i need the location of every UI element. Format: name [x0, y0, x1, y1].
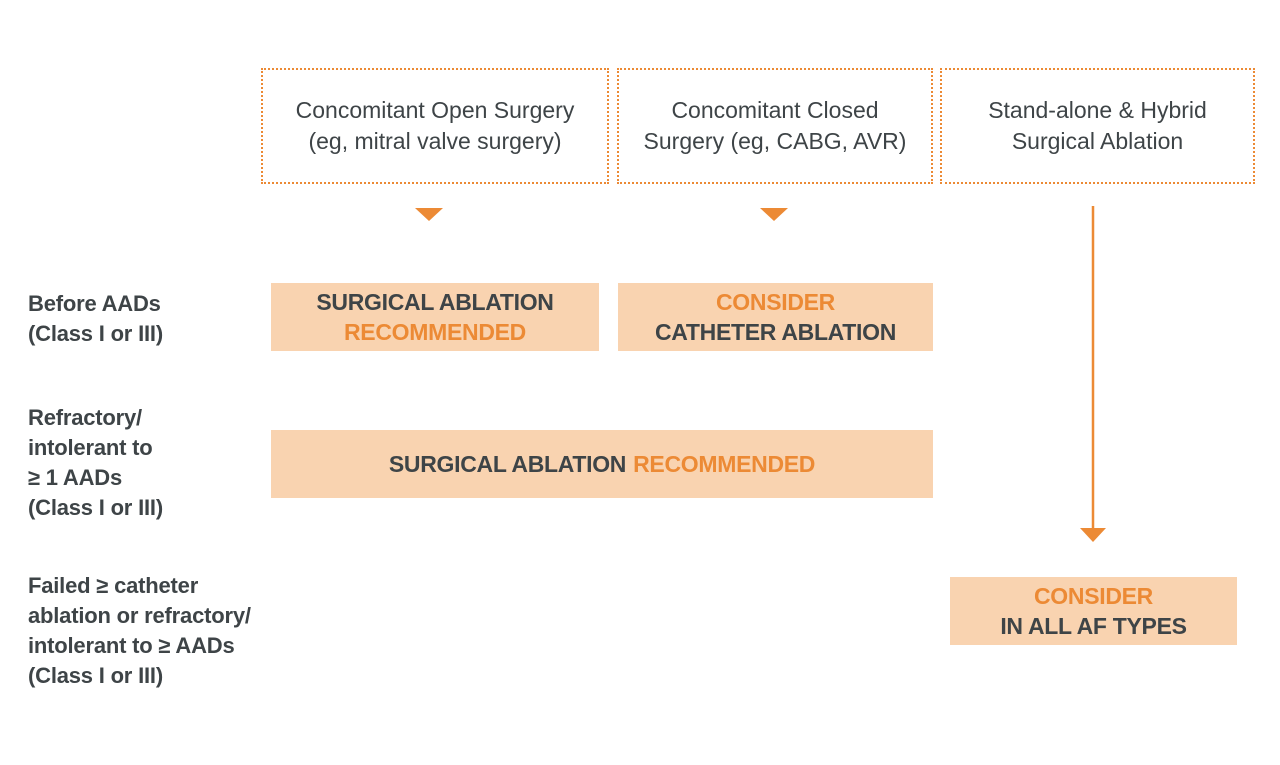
recommendation-consider-catheter-ablation: CONSIDER CATHETER ABLATION: [618, 283, 933, 351]
row-label-line: ablation or refractory/: [28, 603, 251, 628]
recommendation-line: CONSIDER: [715, 289, 835, 315]
row-label-line: (Class I or III): [28, 321, 163, 346]
row-label-line: intolerant to: [28, 435, 153, 460]
row-label-line: (Class I or III): [28, 495, 163, 520]
header-line: Surgical Ablation: [1011, 128, 1184, 154]
recommendation-line: CONSIDER: [1033, 583, 1153, 609]
header-concomitant-open-surgery: Concomitant Open Surgery (eg, mitral val…: [261, 68, 609, 184]
arrow-head: [1080, 528, 1106, 542]
header-standalone-hybrid-ablation: Stand-alone & Hybrid Surgical Ablation: [940, 68, 1255, 184]
row-label-failed-catheter: Failed ≥ catheter ablation or refractory…: [28, 571, 251, 691]
down-triangle-icon: [760, 208, 788, 221]
row-label-line: Failed ≥ catheter: [28, 573, 199, 598]
recommendation-line: RECOMMENDED: [344, 319, 526, 345]
row-label-line: intolerant to ≥ AADs: [28, 633, 235, 658]
recommendation-surgical-ablation-recommended: SURGICAL ABLATION RECOMMENDED: [271, 283, 599, 351]
header-line: Stand-alone & Hybrid: [988, 97, 1207, 123]
down-triangle-icon: [415, 208, 443, 221]
row-label-line: ≥ 1 AADs: [28, 465, 123, 490]
row-label-line: Refractory/: [28, 405, 142, 430]
recommendation-surgical-ablation-recommended-wide: SURGICAL ABLATION RECOMMENDED: [271, 430, 933, 498]
recommendation-line: CATHETER ABLATION: [654, 319, 897, 345]
row-label-before-aads: Before AADs (Class I or III): [28, 289, 163, 349]
recommendation-line: SURGICAL ABLATION: [316, 289, 554, 315]
recommendation-consider-all-af-types: CONSIDER IN ALL AF TYPES: [950, 577, 1237, 645]
header-line: (eg, mitral valve surgery): [308, 128, 562, 154]
header-line: Concomitant Open Surgery: [295, 97, 575, 123]
row-label-line: Before AADs: [28, 291, 161, 316]
recommendation-line: RECOMMENDED: [633, 451, 816, 477]
down-arrow-icon: [1080, 206, 1106, 542]
header-line: Surgery (eg, CABG, AVR): [643, 128, 907, 154]
header-concomitant-closed-surgery: Concomitant Closed Surgery (eg, CABG, AV…: [617, 68, 933, 184]
header-line: Concomitant Closed: [671, 97, 879, 123]
recommendation-line: SURGICAL ABLATION: [388, 451, 627, 477]
recommendation-line: IN ALL AF TYPES: [1000, 613, 1187, 639]
row-label-refractory: Refractory/ intolerant to ≥ 1 AADs (Clas…: [28, 403, 163, 523]
row-label-line: (Class I or III): [28, 663, 163, 688]
